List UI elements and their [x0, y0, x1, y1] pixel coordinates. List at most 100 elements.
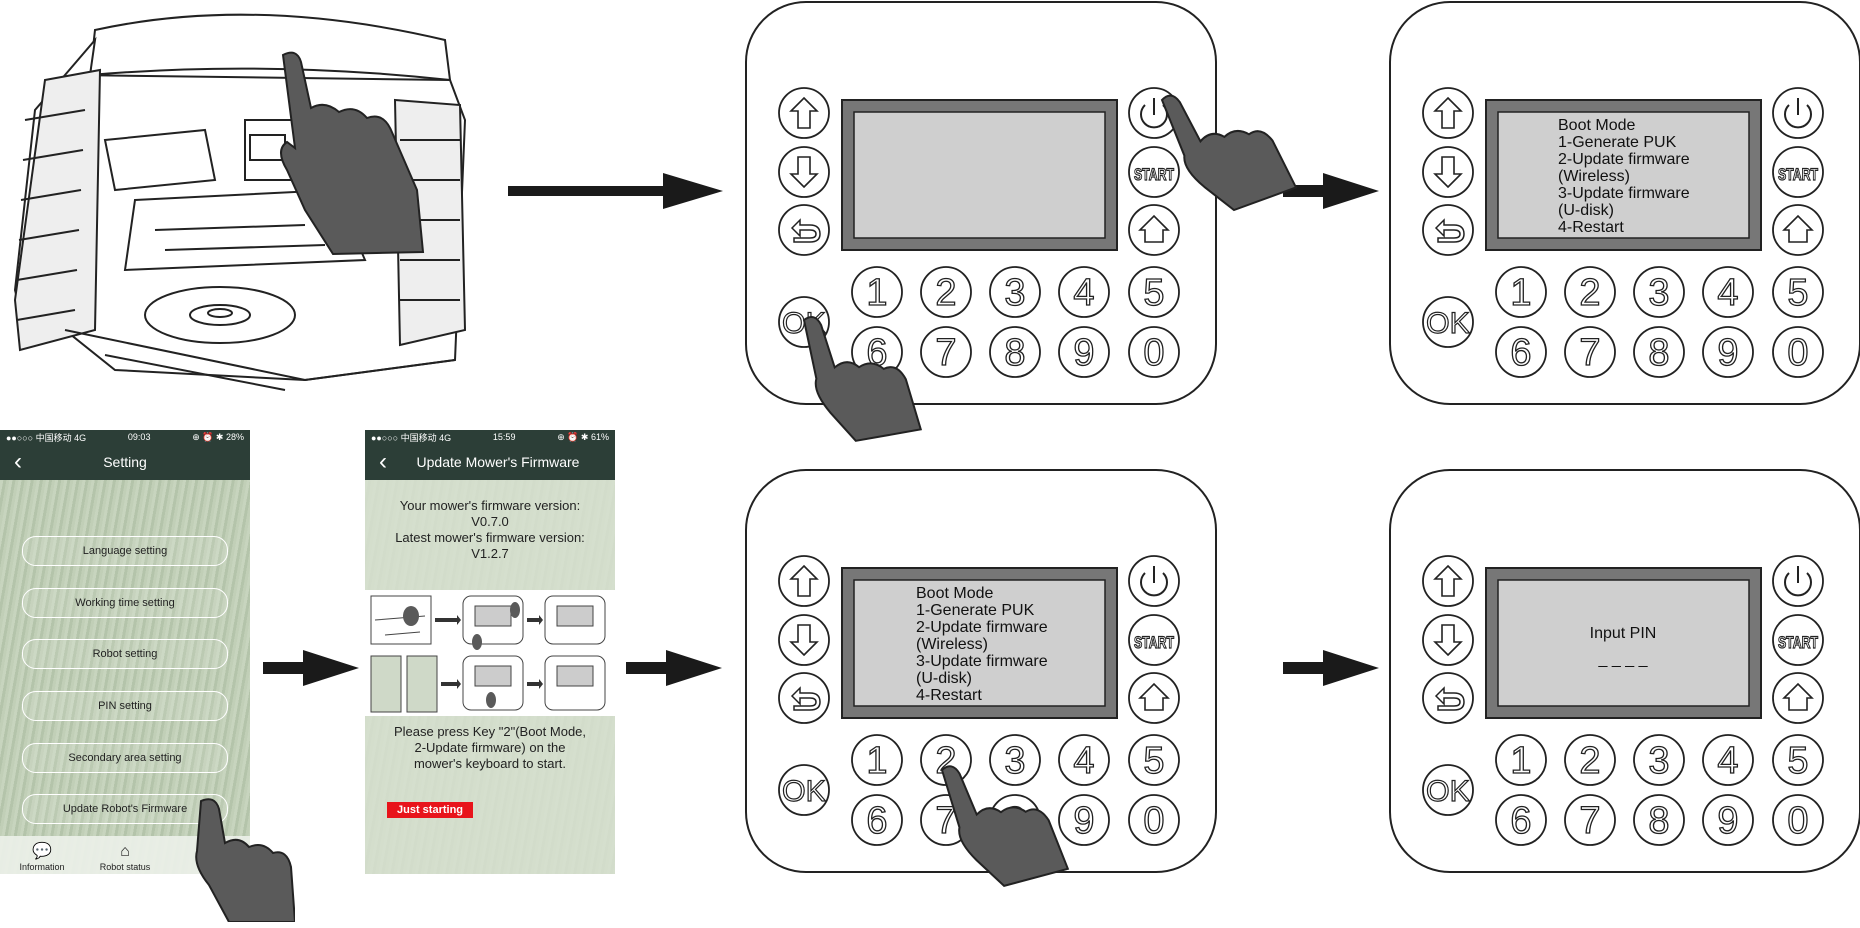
robot-setting-button[interactable]: Robot setting	[22, 639, 228, 669]
digit-key-7[interactable]: 7	[1564, 326, 1616, 378]
power-button[interactable]	[1772, 87, 1824, 139]
start-button[interactable]: START	[1772, 614, 1824, 666]
back-button[interactable]	[778, 672, 830, 724]
digit-key-9[interactable]: 9	[1058, 326, 1110, 378]
nav-bar: ‹ Setting	[0, 444, 250, 480]
digit-key-4[interactable]: 4	[1702, 266, 1754, 318]
digit-key-8[interactable]: 8	[1633, 326, 1685, 378]
digit-key-0[interactable]: 0	[1772, 326, 1824, 378]
digit-key-3[interactable]: 3	[989, 266, 1041, 318]
back-button[interactable]	[1422, 204, 1474, 256]
clock-text: 15:59	[492, 432, 516, 442]
digit-key-2[interactable]: 2	[1564, 734, 1616, 786]
home-button[interactable]	[1128, 204, 1180, 256]
start-button[interactable]: START	[1128, 146, 1180, 198]
secondary-area-setting-button[interactable]: Secondary area setting	[22, 743, 228, 773]
digit-key-4[interactable]: 4	[1058, 266, 1110, 318]
digit-key-0[interactable]: 0	[1128, 326, 1180, 378]
up-arrow-button[interactable]	[1422, 555, 1474, 607]
home-button[interactable]	[1772, 204, 1824, 256]
chat-bubble-icon: 💬	[32, 843, 52, 860]
lcd-menu-line: (U-disk)	[1558, 202, 1614, 219]
start-button[interactable]: START	[1772, 146, 1824, 198]
digit-label: 3	[1648, 272, 1669, 314]
digit-key-1[interactable]: 1	[851, 734, 903, 786]
page-title: Update Mower's Firmware	[416, 454, 580, 470]
digit-key-1[interactable]: 1	[1495, 266, 1547, 318]
digit-label: 5	[1143, 272, 1164, 314]
home-button[interactable]	[1772, 672, 1824, 724]
down-arrow-button[interactable]	[778, 614, 830, 666]
digit-key-9[interactable]: 9	[1702, 794, 1754, 846]
digit-key-1[interactable]: 1	[851, 266, 903, 318]
digit-key-3[interactable]: 3	[1633, 734, 1685, 786]
lcd-menu-line: 2-Update firmware	[1558, 151, 1690, 168]
digit-key-5[interactable]: 5	[1128, 266, 1180, 318]
digit-key-5[interactable]: 5	[1772, 734, 1824, 786]
down-arrow-icon	[789, 624, 819, 657]
digit-key-2[interactable]: 2	[1564, 266, 1616, 318]
pin-setting-button[interactable]: PIN setting	[22, 691, 228, 721]
home-icon	[1138, 214, 1170, 243]
lcd-menu-line: Boot Mode	[1558, 117, 1635, 134]
up-arrow-icon	[789, 564, 819, 597]
language-setting-button[interactable]: Language setting	[22, 536, 228, 566]
ok-button[interactable]: OK	[778, 764, 830, 816]
lcd-menu-line: 1-Generate PUK	[1558, 134, 1677, 151]
lcd-menu-line: Boot Mode	[916, 585, 993, 602]
back-button[interactable]	[1422, 672, 1474, 724]
ok-button[interactable]: OK	[1422, 296, 1474, 348]
working-time-setting-button[interactable]: Working time setting	[22, 588, 228, 618]
digit-key-6[interactable]: 6	[1495, 794, 1547, 846]
up-arrow-button[interactable]	[1422, 87, 1474, 139]
hand-icon	[280, 51, 425, 256]
digit-key-8[interactable]: 8	[989, 326, 1041, 378]
digit-key-7[interactable]: 7	[1564, 794, 1616, 846]
down-arrow-button[interactable]	[1422, 146, 1474, 198]
ok-button[interactable]: OK	[1422, 764, 1474, 816]
up-arrow-button[interactable]	[778, 555, 830, 607]
digit-key-4[interactable]: 4	[1058, 734, 1110, 786]
back-button[interactable]	[778, 204, 830, 256]
power-button[interactable]	[1128, 555, 1180, 607]
digit-key-6[interactable]: 6	[851, 794, 903, 846]
digit-key-5[interactable]: 5	[1128, 734, 1180, 786]
update-firmware-button[interactable]: Update Robot's Firmware	[22, 794, 228, 824]
digit-key-9[interactable]: 9	[1058, 794, 1110, 846]
digit-key-8[interactable]: 8	[1633, 794, 1685, 846]
digit-label: 2	[1579, 740, 1600, 782]
digit-key-5[interactable]: 5	[1772, 266, 1824, 318]
ok-label: OK	[1426, 307, 1470, 340]
digit-key-0[interactable]: 0	[1772, 794, 1824, 846]
power-icon	[1140, 572, 1168, 597]
digit-key-6[interactable]: 6	[1495, 326, 1547, 378]
start-button[interactable]: START	[1128, 614, 1180, 666]
hand-icon	[802, 315, 923, 442]
digit-label: 6	[1510, 800, 1531, 842]
back-icon[interactable]: ‹	[14, 448, 22, 475]
up-arrow-button[interactable]	[778, 87, 830, 139]
digit-key-2[interactable]: 2	[920, 266, 972, 318]
digit-key-3[interactable]: 3	[989, 734, 1041, 786]
digit-key-3[interactable]: 3	[1633, 266, 1685, 318]
home-button[interactable]	[1128, 672, 1180, 724]
hand-icon	[195, 798, 295, 922]
up-arrow-icon	[789, 96, 819, 129]
down-arrow-button[interactable]	[778, 146, 830, 198]
tab-robot-status[interactable]: ⌂ Robot status	[85, 842, 165, 872]
digit-label: 8	[1648, 800, 1669, 842]
back-icon[interactable]: ‹	[379, 448, 387, 475]
tab-information[interactable]: 💬 Information	[2, 842, 82, 872]
digit-label: 2	[935, 272, 956, 314]
digit-key-9[interactable]: 9	[1702, 326, 1754, 378]
digit-label: 2	[1579, 272, 1600, 314]
digit-key-0[interactable]: 0	[1128, 794, 1180, 846]
power-button[interactable]	[1772, 555, 1824, 607]
digit-key-4[interactable]: 4	[1702, 734, 1754, 786]
instruction-thumbnail	[365, 590, 615, 716]
nav-bar: ‹ Update Mower's Firmware	[365, 444, 615, 480]
digit-key-1[interactable]: 1	[1495, 734, 1547, 786]
digit-key-7[interactable]: 7	[920, 326, 972, 378]
down-arrow-button[interactable]	[1422, 614, 1474, 666]
